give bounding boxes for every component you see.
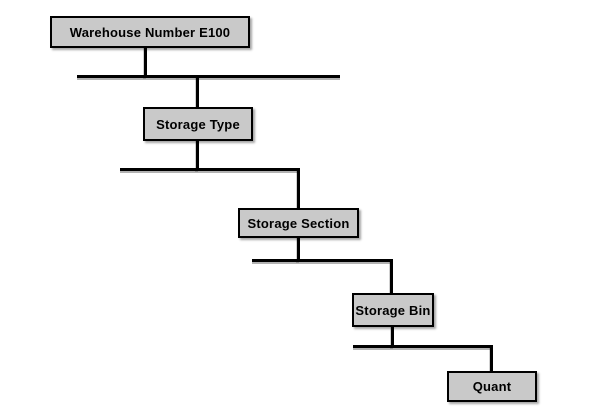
connector-storage-bin-up [390, 259, 393, 295]
node-quant-label: Quant [472, 379, 512, 394]
node-storage-section: Storage Section [238, 208, 359, 238]
connector-storage-type-up [196, 75, 199, 109]
node-storage-type: Storage Type [143, 107, 253, 141]
node-warehouse-number: Warehouse Number E100 [50, 16, 250, 48]
node-warehouse-number-label: Warehouse Number E100 [69, 24, 231, 40]
connector-rail-level4 [353, 345, 493, 348]
node-storage-bin: Storage Bin [352, 293, 434, 327]
connector-storage-section-up [297, 168, 300, 210]
node-quant: Quant [447, 371, 537, 402]
node-storage-type-label: Storage Type [156, 116, 240, 132]
connector-storage-bin-down [391, 325, 394, 348]
node-storage-bin-label: Storage Bin [355, 302, 431, 318]
connector-warehouse-down [144, 46, 147, 78]
node-storage-section-label: Storage Section [247, 215, 350, 231]
connector-rail-level2 [120, 168, 300, 171]
connector-rail-level3 [252, 259, 393, 262]
connector-storage-type-down [196, 139, 199, 171]
connector-quant-up [490, 345, 493, 373]
connector-storage-section-down [297, 236, 300, 262]
connector-rail-level1 [77, 75, 340, 78]
